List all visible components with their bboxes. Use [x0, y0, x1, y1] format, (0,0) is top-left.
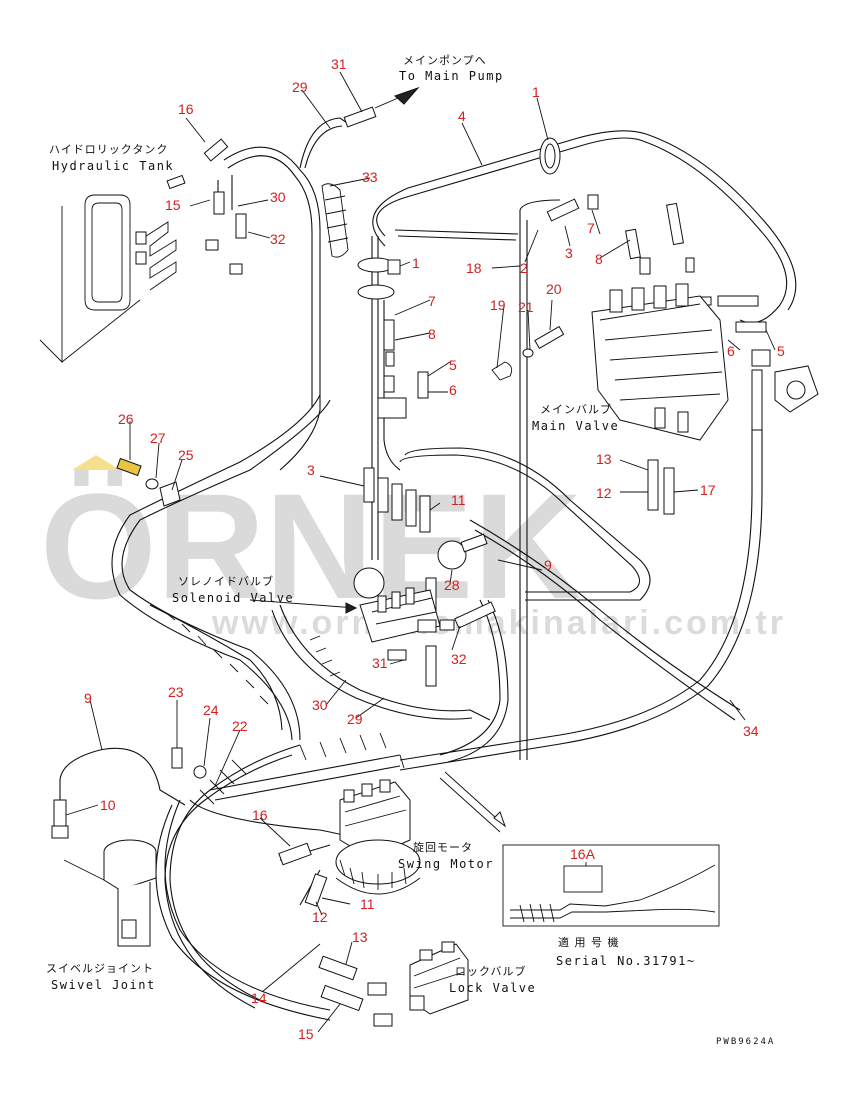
callout-11-center: 11 [451, 492, 466, 508]
hydraulic-tank-label-jp: ハイドロリックタンク [49, 143, 168, 156]
callout-28: 28 [444, 577, 460, 593]
main-pump-label-jp: メインポンプへ [403, 54, 487, 67]
swing-motor-label-en: Swing Motor [398, 857, 494, 871]
callout-22: 22 [232, 718, 248, 734]
spiral-wraps [149, 183, 405, 805]
callout-29-top: 29 [292, 79, 308, 95]
callout-30-bottom: 30 [312, 697, 328, 713]
callout-15-bottom: 15 [298, 1026, 314, 1042]
callout-6-center: 6 [449, 382, 457, 398]
callout-29-bottom: 29 [347, 711, 363, 727]
callout-17: 17 [700, 482, 716, 498]
callout-21: 21 [518, 299, 534, 315]
callout-14: 14 [251, 990, 267, 1006]
callout-8-center: 8 [428, 326, 436, 342]
swivel-joint-label-jp: スイベルジョイント [46, 962, 154, 975]
callout-33: 33 [362, 169, 378, 185]
hydraulic-tank-label-en: Hydraulic Tank [52, 159, 174, 173]
callout-32-top: 32 [270, 231, 286, 247]
solenoid-valve-label-en: Solenoid Valve [172, 591, 294, 605]
hydraulic-tank [39, 194, 177, 364]
callout-20: 20 [546, 281, 562, 297]
callout-10: 10 [100, 797, 116, 813]
callout-34: 34 [743, 723, 759, 739]
main-valve-label-en: Main Valve [532, 419, 619, 433]
callout-18: 18 [466, 260, 482, 276]
swivel-joint-label-en: Swivel Joint [51, 978, 156, 992]
callout-23: 23 [168, 684, 184, 700]
hose-lines [59, 117, 797, 1021]
callout-numbers: 31 29 4 1 16 33 15 30 32 1 18 2 3 7 8 7 … [84, 56, 785, 1042]
lock-valve-label-en: Lock Valve [449, 981, 536, 995]
solenoid-valve [249, 567, 455, 643]
main-pump-label-en: To Main Pump [399, 69, 504, 83]
callout-13-right: 13 [596, 451, 612, 467]
callout-32-bottom: 32 [451, 651, 467, 667]
watermark-site: www.ornekismakinalari.com.tr [211, 604, 786, 642]
clamps [357, 137, 561, 300]
callout-13-bottom: 13 [352, 929, 368, 945]
text-labels: メインポンプへ To Main Pump ハイドロリックタンク Hydrauli… [46, 54, 775, 1047]
callout-1-center: 1 [412, 255, 420, 271]
serial-inset [439, 771, 720, 927]
callout-11-bottom: 11 [360, 896, 375, 912]
solenoid-valve-label-jp: ソレノイドバルブ [178, 574, 274, 588]
main-valve-label-jp: メインバルブ [540, 402, 612, 416]
callout-26: 26 [118, 411, 134, 427]
callout-16-top: 16 [178, 101, 194, 117]
serial-label-jp: 適 用 号 機 [558, 935, 620, 949]
lock-valve [409, 941, 469, 1015]
callout-15-top: 15 [165, 197, 181, 213]
swing-motor [335, 779, 421, 895]
leader-lines [65, 71, 776, 1033]
callout-27: 27 [150, 430, 166, 446]
callout-30-top: 30 [270, 189, 286, 205]
callout-5-right: 5 [777, 343, 785, 359]
callout-3-top: 3 [565, 245, 573, 261]
callout-25: 25 [178, 447, 194, 463]
serial-label-en: Serial No.31791~ [556, 954, 696, 968]
callout-1-top: 1 [532, 84, 540, 100]
callout-3-center: 3 [307, 462, 315, 478]
callout-8-right: 8 [595, 251, 603, 267]
swivel-joint [63, 839, 157, 947]
callout-19: 19 [490, 297, 506, 313]
callout-31-top: 31 [331, 56, 347, 72]
callout-2: 2 [520, 260, 528, 276]
callout-24: 24 [203, 702, 219, 718]
callout-5-center: 5 [449, 357, 457, 373]
callout-12-bottom: 12 [312, 909, 328, 925]
swing-motor-label-jp: 旋回モータ [413, 840, 473, 854]
callout-7-center: 7 [428, 293, 436, 309]
fittings [51, 86, 767, 1027]
callout-4: 4 [458, 108, 466, 124]
main-valve [591, 283, 819, 441]
callout-16-bottom: 16 [252, 807, 268, 823]
lock-valve-label-jp: ロックバルブ [455, 964, 526, 978]
callout-9-left: 9 [84, 690, 92, 706]
callout-6-right: 6 [727, 343, 735, 359]
callout-9-center: 9 [544, 557, 552, 573]
callout-12-right: 12 [596, 485, 612, 501]
callout-7-right: 7 [587, 220, 595, 236]
callout-16A: 16A [570, 846, 596, 862]
drawing-code: PWB9624A [716, 1037, 775, 1047]
callout-31-bottom: 31 [372, 655, 388, 671]
